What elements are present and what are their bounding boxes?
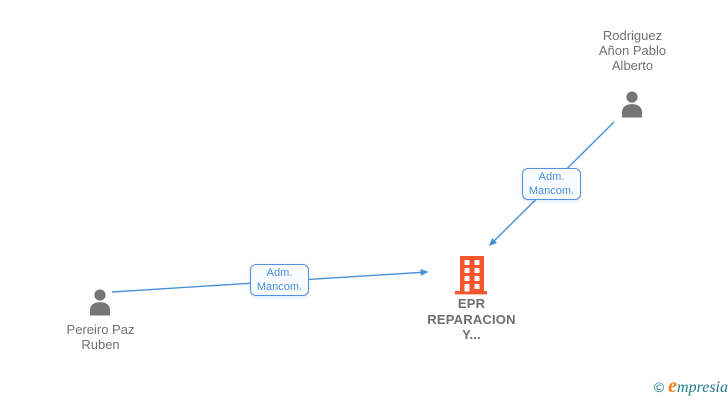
building-icon (455, 256, 488, 299)
node-company-epr[interactable] (455, 255, 488, 295)
person-icon (618, 91, 646, 118)
empresia-logo[interactable]: © e mpresia (644, 375, 728, 398)
company-label-epr: EPR REPARACION Y... (427, 296, 516, 342)
copyright-icon: © (653, 379, 665, 395)
person-icon (86, 289, 114, 316)
node-person-pereiro[interactable] (86, 289, 114, 316)
person-label-rodriguez: Rodriguez Añon Pablo Alberto (598, 28, 667, 73)
node-person-rodriguez[interactable] (618, 91, 646, 118)
brand-name-rest: mpresia (677, 379, 728, 396)
brand-letter-e: e (668, 375, 678, 397)
edge-label-adm-mancom-bottom[interactable]: Adm. Mancom. (250, 264, 309, 296)
person-label-pereiro: Pereiro Paz Ruben (66, 322, 135, 352)
edge-label-adm-mancom-top[interactable]: Adm. Mancom. (522, 168, 581, 200)
